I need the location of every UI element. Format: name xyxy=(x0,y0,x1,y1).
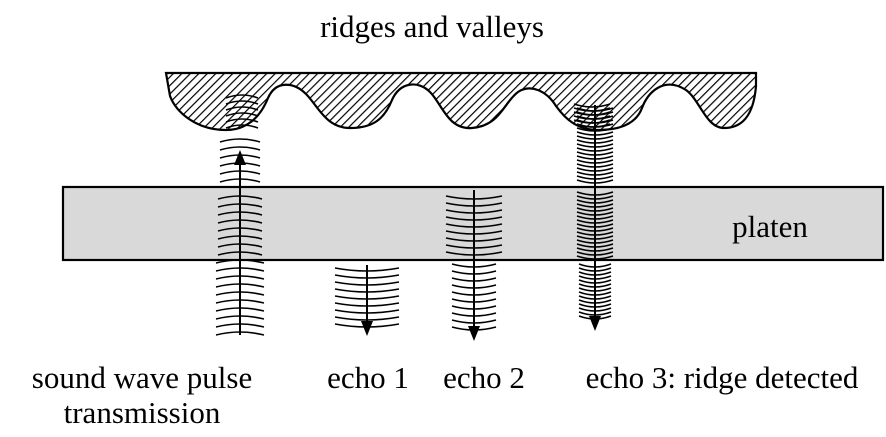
ridge-reflection-front xyxy=(225,94,259,99)
ridge-reflection-front xyxy=(573,119,611,124)
ridge-reflection-waves xyxy=(225,94,611,129)
title-ridges-and-valleys: ridges and valleys xyxy=(320,9,544,44)
label-echo-1: echo 1 xyxy=(327,360,409,395)
pulse-wave-front xyxy=(219,146,261,151)
pulse-arrow xyxy=(234,150,246,335)
ridge-reflection-front xyxy=(225,118,259,123)
label-sound-wave-pulse: sound wave pulse xyxy=(32,360,252,395)
echo-2-arrow xyxy=(468,190,480,341)
ridge-reflection-front xyxy=(225,106,259,111)
ridge-reflection-front xyxy=(225,100,259,105)
ridge-reflection-front xyxy=(573,107,611,112)
ridge-reflection-front xyxy=(573,103,611,108)
pulse-wave-front xyxy=(219,138,261,143)
ridge-reflection-front xyxy=(573,111,611,116)
label-transmission: transmission xyxy=(64,395,221,430)
label-echo-3: echo 3: ridge detected xyxy=(586,360,859,395)
platen-label: platen xyxy=(732,209,808,244)
label-echo-2: echo 2 xyxy=(443,360,525,395)
ridge-reflection-front xyxy=(573,123,611,128)
echo-3-arrow xyxy=(589,105,601,331)
echo-1-arrow xyxy=(361,265,373,336)
ridge-reflection-front xyxy=(225,112,259,117)
ridge-reflection-front xyxy=(225,124,259,129)
ridge-reflection-front xyxy=(573,115,611,120)
